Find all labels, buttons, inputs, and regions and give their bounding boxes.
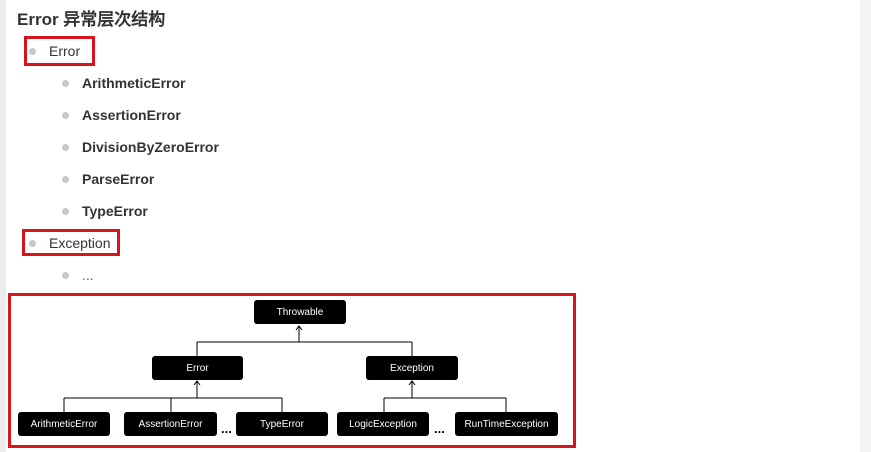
- bullet: [62, 176, 69, 183]
- node-error: Error: [152, 356, 243, 380]
- list-item-arithmeticerror: ArithmeticError: [82, 75, 186, 91]
- highlight-box-exception: [22, 229, 120, 256]
- bullet: [62, 272, 69, 279]
- bullet: [62, 144, 69, 151]
- list-item-parseerror: ParseError: [82, 171, 155, 187]
- list-item-ellipsis: ...: [82, 267, 94, 283]
- bullet: [62, 208, 69, 215]
- hierarchy-diagram: Throwable Error Exception ArithmeticErro…: [8, 293, 576, 448]
- list-item-error: Error: [49, 43, 81, 59]
- node-exception: Exception: [366, 356, 458, 380]
- scrollbar-track[interactable]: [860, 0, 871, 452]
- list-item-typeerror: TypeError: [82, 203, 148, 219]
- bullet: [62, 80, 69, 87]
- section-heading: Error 异常层次结构: [17, 10, 166, 29]
- diagram-ellipsis: ...: [434, 421, 445, 436]
- node-runtimeexception: RunTimeException: [455, 412, 558, 436]
- node-throwable: Throwable: [254, 300, 346, 324]
- bullet: [29, 240, 36, 247]
- bullet: [29, 48, 36, 55]
- node-arithmeticerror: ArithmeticError: [18, 412, 110, 436]
- connector-lines: [63, 325, 507, 413]
- node-assertionerror: AssertionError: [124, 412, 217, 436]
- highlight-box-error: [24, 36, 95, 66]
- list-item-exception: Exception: [49, 235, 111, 251]
- list-item-divisionbyzeroerror: DivisionByZeroError: [82, 139, 219, 155]
- diagram-ellipsis: ...: [221, 421, 232, 436]
- bullet: [62, 112, 69, 119]
- node-logicexception: LogicException: [337, 412, 429, 436]
- list-item-assertionerror: AssertionError: [82, 107, 181, 123]
- node-typeerror: TypeError: [236, 412, 328, 436]
